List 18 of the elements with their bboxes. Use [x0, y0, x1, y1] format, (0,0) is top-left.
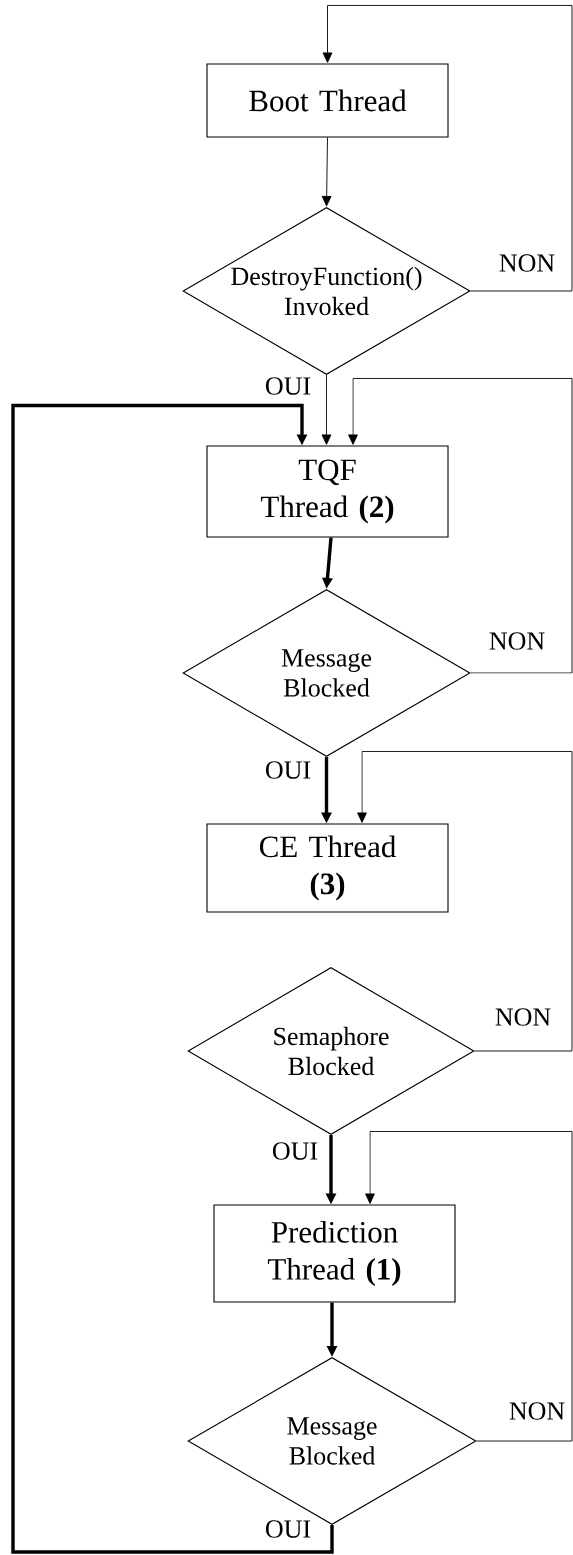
edge-label: NON — [487, 631, 547, 651]
arrow — [322, 5, 573, 292]
arrow — [365, 1131, 573, 1442]
arrow — [348, 378, 573, 674]
process-box: Boot Thread — [206, 63, 449, 138]
arrow — [11, 403, 334, 1554]
edge-label: OUI — [270, 1141, 320, 1161]
arrow — [321, 374, 332, 445]
edge-label: OUI — [263, 760, 313, 780]
edge-label: NON — [497, 253, 557, 273]
process-box: CE Thread (3) — [206, 823, 449, 913]
edge-label: OUI — [263, 376, 313, 396]
arrow — [357, 751, 573, 1052]
edge-label: NON — [493, 1007, 553, 1027]
process-box: TQF Thread (2) — [206, 445, 449, 538]
arrow — [321, 137, 332, 207]
edge-label: NON — [507, 1401, 567, 1421]
process-box: Prediction Thread (1) — [213, 1204, 456, 1303]
